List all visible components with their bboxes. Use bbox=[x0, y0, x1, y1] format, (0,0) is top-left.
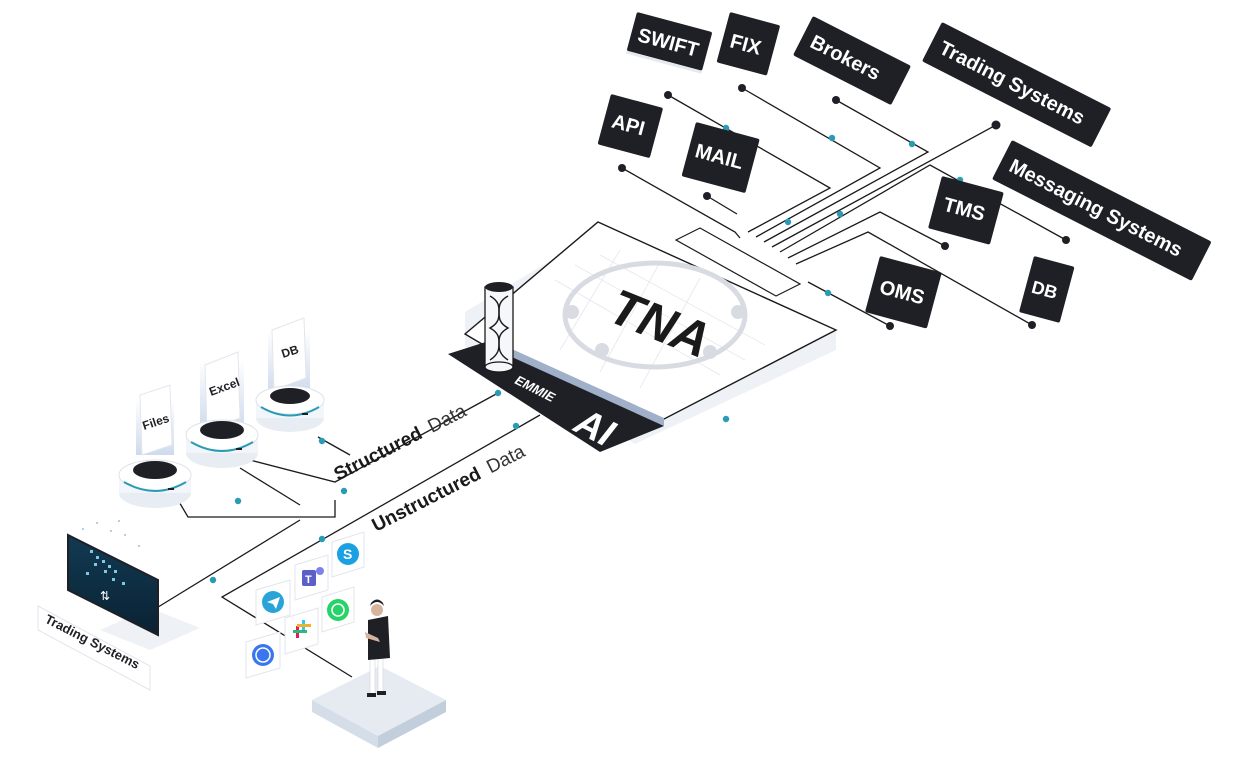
line-api bbox=[621, 167, 741, 239]
data-store-files: Files bbox=[118, 384, 192, 508]
label-swift: SWIFT bbox=[625, 12, 712, 74]
line-brokers bbox=[763, 99, 930, 243]
transfer-arrows-icon: ⇅ bbox=[100, 589, 110, 603]
label-trading-systems: Trading Systems bbox=[922, 22, 1111, 147]
line-fix bbox=[741, 87, 882, 238]
line-mail bbox=[706, 195, 738, 215]
user-figure bbox=[312, 599, 446, 748]
connection-lines bbox=[149, 87, 1067, 678]
line-oms bbox=[807, 281, 891, 327]
unstructured-light: Data bbox=[483, 441, 529, 478]
data-store-db: DB bbox=[255, 317, 325, 432]
line-db-right bbox=[795, 231, 1033, 326]
messaging-apps: T S bbox=[245, 531, 365, 679]
label-messaging-systems: Messaging Systems bbox=[992, 140, 1211, 281]
teams-icon: T bbox=[294, 554, 329, 601]
signal-icon bbox=[245, 631, 281, 679]
line-unstructured bbox=[220, 414, 541, 678]
label-db: DB bbox=[1019, 256, 1075, 323]
line-files-bus bbox=[174, 494, 336, 518]
label-fix: FIX bbox=[716, 12, 780, 76]
line-tms bbox=[787, 211, 946, 259]
hub-platform: TNA bbox=[463, 221, 838, 444]
label-api: API bbox=[597, 94, 663, 158]
trading-monitor: Trading Systems ⇅ bbox=[37, 520, 200, 691]
dna-cylinder bbox=[484, 282, 514, 373]
unstructured-bold: Unstructured bbox=[369, 464, 485, 537]
skype-icon: S bbox=[331, 531, 365, 578]
line-trading-systems bbox=[771, 124, 997, 248]
data-store-excel: Excel bbox=[185, 351, 259, 468]
label-tms: TMS bbox=[928, 176, 1004, 245]
svg-text:Structured Data: Structured Data bbox=[331, 400, 471, 485]
data-stores: Files Excel DB bbox=[118, 317, 325, 508]
label-trading-systems-text: Trading Systems bbox=[935, 37, 1088, 129]
structured-bold: Structured bbox=[331, 423, 426, 485]
line-messaging bbox=[779, 164, 1067, 253]
line-swift bbox=[667, 94, 832, 233]
label-oms: OMS bbox=[865, 256, 942, 329]
data-store-db-label: DB bbox=[280, 342, 301, 361]
label-brokers: Brokers bbox=[793, 16, 911, 105]
svg-text:T: T bbox=[305, 574, 312, 586]
structured-light: Data bbox=[425, 400, 471, 437]
telegram-icon bbox=[255, 579, 291, 626]
line-excel-bus bbox=[239, 467, 301, 506]
line-structured bbox=[249, 392, 499, 483]
label-messaging-systems-text: Messaging Systems bbox=[1005, 155, 1185, 261]
svg-text:S: S bbox=[343, 546, 352, 562]
label-mail: MAIL bbox=[681, 122, 760, 193]
structured-data-label: Structured Data bbox=[331, 400, 471, 485]
line-monitor bbox=[149, 519, 301, 613]
slack-icon bbox=[284, 607, 319, 655]
whatsapp-icon bbox=[321, 586, 355, 633]
